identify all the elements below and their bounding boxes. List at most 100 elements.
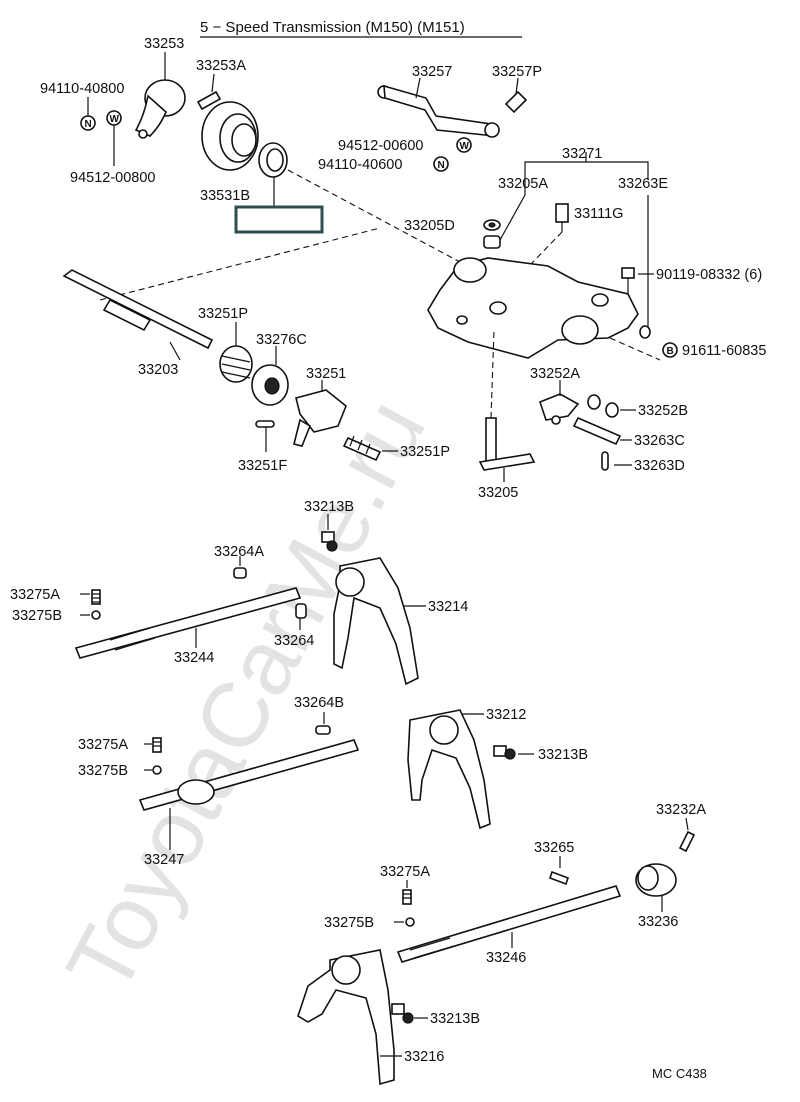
- part-33232A-pin[interactable]: [678, 830, 696, 853]
- label-33213B-b[interactable]: 33213B: [538, 747, 588, 763]
- part-33203-shaft[interactable]: [62, 269, 214, 350]
- label-33265[interactable]: 33265: [534, 840, 574, 856]
- washer-w-94512-00800[interactable]: W: [106, 110, 122, 126]
- part-33271-housing[interactable]: [427, 257, 639, 359]
- part-33253-bracket[interactable]: [134, 79, 186, 139]
- label-33205D[interactable]: 33205D: [404, 218, 455, 234]
- part-33275A-spring-b[interactable]: [152, 737, 162, 753]
- label-90119-08332[interactable]: 90119-08332 (6): [656, 267, 762, 283]
- part-33263C-shaft[interactable]: [572, 416, 622, 446]
- label-33264B[interactable]: 33264B: [294, 695, 344, 711]
- label-33251P-a[interactable]: 33251P: [198, 306, 248, 322]
- part-33531B-boot[interactable]: [201, 101, 259, 171]
- part-33246-shaft[interactable]: [396, 885, 622, 963]
- part-33265-key[interactable]: [548, 870, 570, 886]
- label-94110-40800[interactable]: 94110-40800: [40, 81, 124, 97]
- label-33276C[interactable]: 33276C: [256, 332, 307, 348]
- label-33251F[interactable]: 33251F: [238, 458, 287, 474]
- part-33263D-pin[interactable]: [601, 451, 609, 471]
- part-33251F-pin[interactable]: [255, 420, 275, 428]
- label-33257P[interactable]: 33257P: [492, 64, 542, 80]
- washer-b-91611-60835[interactable]: B: [662, 342, 678, 358]
- label-33214[interactable]: 33214: [428, 599, 468, 615]
- label-94512-00800[interactable]: 94512-00800: [70, 170, 155, 186]
- label-33251[interactable]: 33251: [306, 366, 346, 382]
- label-33205A[interactable]: 33205A: [498, 176, 548, 192]
- part-33275B-ball-b[interactable]: [152, 765, 162, 775]
- label-33253[interactable]: 33253: [144, 36, 184, 52]
- part-33212-fork[interactable]: [407, 709, 491, 830]
- part-33264B-pin[interactable]: [315, 725, 331, 735]
- label-33264[interactable]: 33264: [274, 633, 314, 649]
- label-94512-00600[interactable]: 94512-00600: [338, 138, 423, 154]
- label-33263E[interactable]: 33263E: [618, 176, 668, 192]
- part-33247-shaft[interactable]: [138, 739, 360, 811]
- part-33205D-washer[interactable]: [483, 219, 501, 231]
- part-33251-lever[interactable]: [293, 389, 347, 447]
- part-33251P-spring-b[interactable]: [342, 435, 382, 462]
- label-33216[interactable]: 33216: [404, 1049, 444, 1065]
- part-33251P-spring-a[interactable]: [219, 345, 253, 383]
- part-33276C-seat[interactable]: [251, 364, 289, 406]
- label-33213B-c[interactable]: 33213B: [430, 1011, 480, 1027]
- svg-text:N: N: [85, 119, 92, 130]
- label-33253A[interactable]: 33253A: [196, 58, 246, 74]
- label-33111G[interactable]: 33111G: [574, 206, 623, 222]
- label-33252A[interactable]: 33252A: [530, 366, 580, 382]
- part-33275B-ball-a[interactable]: [91, 610, 101, 620]
- label-33257[interactable]: 33257: [412, 64, 452, 80]
- part-33205-rod[interactable]: [478, 417, 536, 471]
- label-33246[interactable]: 33246: [486, 950, 526, 966]
- label-33275A-c[interactable]: 33275A: [380, 864, 430, 880]
- label-33275A-b[interactable]: 33275A: [78, 737, 128, 753]
- label-33531B[interactable]: 33531B: [200, 188, 250, 204]
- label-33247[interactable]: 33247: [144, 852, 184, 868]
- part-33236-head[interactable]: [635, 863, 677, 897]
- part-33264A-pin[interactable]: [233, 567, 247, 579]
- label-33203[interactable]: 33203: [138, 362, 178, 378]
- label-33275A-a[interactable]: 33275A: [10, 587, 60, 603]
- washer-n-94110-40600[interactable]: N: [433, 156, 449, 172]
- washer-w-94512-00600[interactable]: W: [456, 137, 472, 153]
- label-33271[interactable]: 33271: [562, 146, 602, 162]
- label-91611-60835[interactable]: 91611-60835: [682, 343, 766, 359]
- label-33263C[interactable]: 33263C: [634, 433, 685, 449]
- label-33232A[interactable]: 33232A: [656, 802, 706, 818]
- part-33203B-bearing[interactable]: [258, 142, 288, 178]
- part-90119-08332-bolt[interactable]: [621, 267, 635, 294]
- label-33264A[interactable]: 33264A: [214, 544, 264, 560]
- part-33275A-spring-a[interactable]: [91, 589, 101, 605]
- label-33244[interactable]: 33244: [174, 650, 214, 666]
- part-33213B-bolt-b[interactable]: [493, 745, 516, 760]
- label-94110-40600[interactable]: 94110-40600: [318, 157, 402, 173]
- label-33263D[interactable]: 33263D: [634, 458, 685, 474]
- part-33275A-spring-c[interactable]: [402, 889, 412, 905]
- part-33111G-breather[interactable]: [555, 203, 569, 232]
- part-33205A-collar[interactable]: [483, 235, 501, 249]
- label-33205[interactable]: 33205: [478, 485, 518, 501]
- part-33257-lever[interactable]: [377, 84, 500, 138]
- part-33252A-bracket[interactable]: [539, 393, 580, 425]
- label-33251P-b[interactable]: 33251P: [400, 444, 450, 460]
- label-33275B-b[interactable]: 33275B: [78, 763, 128, 779]
- washer-n-94110-40800[interactable]: N: [80, 115, 96, 131]
- part-33252B-clip[interactable]: [587, 394, 619, 418]
- label-33275B-a[interactable]: 33275B: [12, 608, 62, 624]
- leader-33253A: [211, 73, 215, 93]
- label-33212[interactable]: 33212: [486, 707, 526, 723]
- label-33252B[interactable]: 33252B: [638, 403, 688, 419]
- label-33275B-c[interactable]: 33275B: [324, 915, 374, 931]
- part-33216-fork[interactable]: [297, 949, 395, 1086]
- part-33244-shaft[interactable]: [74, 587, 302, 659]
- part-33214-fork[interactable]: [333, 557, 419, 686]
- label-33213B-a[interactable]: 33213B: [304, 499, 354, 515]
- part-33264-pin[interactable]: [295, 603, 307, 619]
- label-33236[interactable]: 33236: [638, 914, 678, 930]
- leader-33257: [415, 77, 421, 99]
- part-33253A-pin[interactable]: [196, 90, 222, 111]
- part-33263E-plug[interactable]: [639, 325, 651, 339]
- part-33213B-bolt-c[interactable]: [391, 1003, 414, 1024]
- part-33257P-pin[interactable]: [504, 90, 528, 114]
- part-33213B-bolt-a[interactable]: [321, 531, 338, 552]
- part-33275B-ball-c[interactable]: [405, 917, 415, 927]
